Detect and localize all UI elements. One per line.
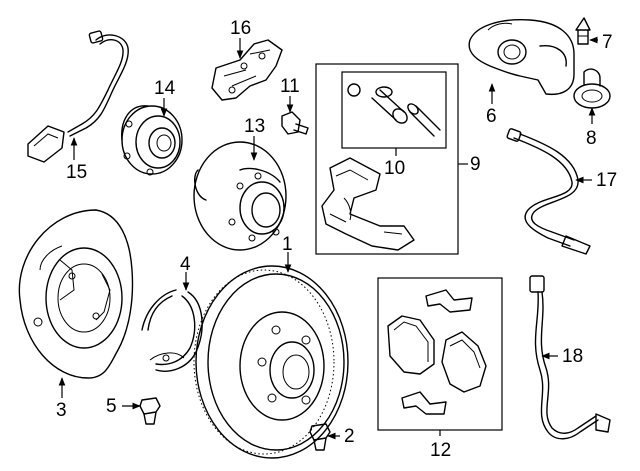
callout-9: 9: [470, 154, 481, 175]
callout-15: 15: [66, 162, 87, 183]
part-10-guide-pins: [347, 83, 441, 137]
callout-6: 6: [486, 106, 497, 127]
part-17-brake-hose: [506, 128, 591, 255]
part-9-group-box: [315, 63, 459, 255]
part-15-wear-sensor: [27, 30, 129, 163]
callout-16: 16: [230, 18, 251, 39]
part-2-screw: [309, 423, 331, 451]
callout-1: 1: [282, 234, 293, 255]
part-4-brake-shoes: [141, 289, 203, 372]
callout-12: 12: [430, 440, 451, 461]
callout-4: 4: [180, 254, 191, 275]
part-7-bleeder: [575, 17, 591, 45]
part-18-speed-sensor: [529, 275, 611, 440]
part-5-bolt: [139, 397, 161, 425]
callout-17: 17: [596, 170, 617, 191]
callout-7: 7: [602, 32, 613, 53]
callout-13: 13: [244, 116, 265, 137]
part-6-caliper: [468, 18, 575, 96]
part-14-wheel-bearing: [121, 105, 183, 176]
part-3-dust-shield: [18, 209, 134, 379]
callout-11: 11: [280, 76, 300, 97]
part-10-group-box: [341, 71, 447, 149]
leader-lines: [58, 36, 598, 440]
part-9-caliper-carrier: [321, 157, 415, 251]
callout-2: 2: [344, 426, 355, 447]
callout-8: 8: [586, 128, 597, 149]
part-11-bolt: [281, 111, 309, 135]
part-1-brake-rotor: [193, 265, 349, 459]
part-13-hub: [193, 141, 287, 251]
part-16-bracket: [211, 39, 283, 101]
part-8-cap: [573, 68, 611, 109]
callout-5: 5: [106, 396, 117, 417]
part-12-group-box: [377, 277, 503, 431]
callout-18: 18: [562, 346, 583, 367]
part-12-brake-pads: [387, 289, 487, 415]
callout-14: 14: [154, 78, 176, 99]
callout-3: 3: [56, 400, 67, 421]
callout-10: 10: [384, 158, 405, 179]
callout-labels: 15 14 16 11 13 1 4 3 5 2 6 7 8 9 10 17 1…: [56, 18, 617, 461]
